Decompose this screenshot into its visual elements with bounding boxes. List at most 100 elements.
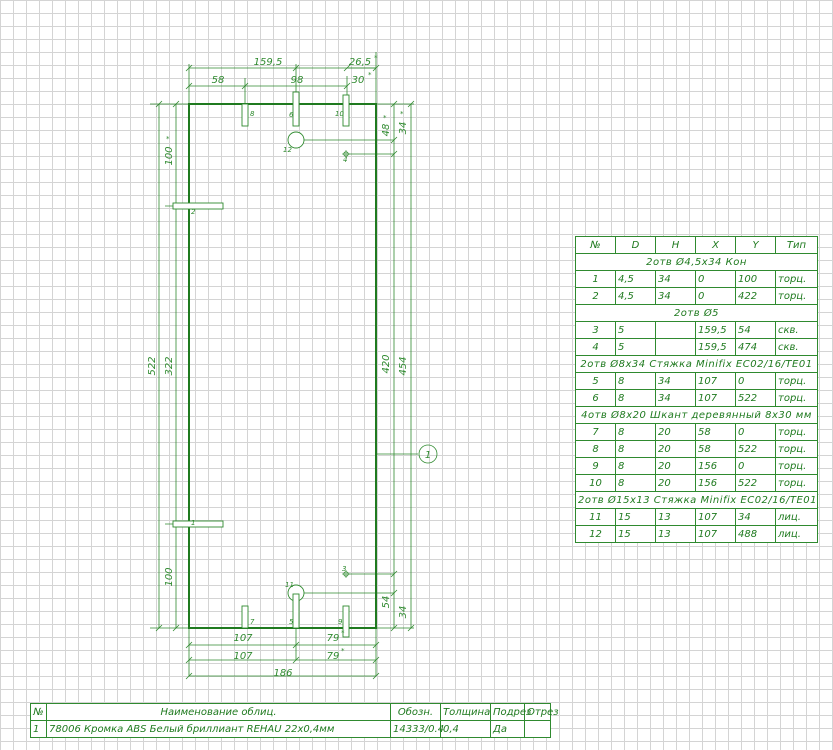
- holes-cell: 4,5: [615, 270, 656, 288]
- dim-right-b: 34: [398, 122, 409, 135]
- holes-cell: [655, 338, 696, 356]
- hole-label-12: 12: [283, 146, 292, 154]
- holes-cell: 15: [615, 525, 656, 543]
- holes-cell: торц.: [775, 372, 818, 390]
- holes-cell: лиц.: [775, 525, 818, 543]
- dim-left-mid: 322: [164, 356, 175, 375]
- hole-7: [241, 605, 249, 629]
- holes-cell: 10: [575, 474, 616, 492]
- holes-cell: 3: [575, 321, 616, 339]
- holes-cell: 8: [575, 440, 616, 458]
- hole-6: [292, 91, 300, 127]
- holes-cell: скв.: [775, 338, 818, 356]
- holes-cell: 34: [735, 508, 776, 526]
- dim-star-5: *: [166, 135, 170, 143]
- dim-left-total: 522: [147, 356, 158, 375]
- holes-cell: торц.: [775, 474, 818, 492]
- holes-cell: торц.: [775, 270, 818, 288]
- holes-cell: 58: [695, 440, 736, 458]
- holes-cell: 54: [735, 321, 776, 339]
- part-outline: [188, 103, 377, 629]
- dim-bottom-right-34: 34: [398, 606, 409, 619]
- holes-cell: 107: [695, 508, 736, 526]
- edging-header-cell: Наименование облиц.: [46, 703, 391, 721]
- dim-left-top: 100: [164, 146, 175, 165]
- hole-label-2: 2: [191, 208, 196, 216]
- dim-bottom-79a: 79: [327, 633, 340, 644]
- holes-header-cell: №: [575, 236, 616, 254]
- dim-bottom-107b: 107: [233, 651, 253, 662]
- holes-cell: 8: [615, 372, 656, 390]
- edge-marker-label: 1: [425, 450, 431, 461]
- holes-header-cell: H: [655, 236, 696, 254]
- holes-cell: 20: [655, 457, 696, 475]
- edging-cell: Да: [490, 720, 525, 738]
- holes-cell: 488: [735, 525, 776, 543]
- hole-9: [342, 605, 350, 638]
- holes-cell: 2: [575, 287, 616, 305]
- holes-header-cell: X: [695, 236, 736, 254]
- dim-bottom-107a: 107: [233, 633, 253, 644]
- dim-bottom-right-54: 54: [381, 596, 392, 609]
- holes-cell: 107: [695, 372, 736, 390]
- holes-group-row: 2отв Ø4,5x34 Кон: [575, 253, 818, 271]
- holes-cell: 0: [735, 372, 776, 390]
- dim-top-right: 26,5: [349, 57, 371, 68]
- hole-5: [292, 593, 300, 629]
- edging-header-cell: Подрез: [490, 703, 531, 721]
- holes-cell: 0: [735, 423, 776, 441]
- holes-cell: 34: [655, 270, 696, 288]
- holes-cell: 15: [615, 508, 656, 526]
- holes-cell: лиц.: [775, 508, 818, 526]
- holes-cell: 8: [615, 423, 656, 441]
- holes-cell: 8: [615, 457, 656, 475]
- dim-star-3: *: [383, 114, 387, 122]
- dim-bottom-186: 186: [273, 668, 292, 679]
- edging-cell: 78006 Кромка ABS Белый бриллиант REHAU 2…: [46, 720, 391, 738]
- hole-8: [241, 103, 249, 127]
- holes-cell: 4,5: [615, 287, 656, 305]
- hole-label-5: 5: [289, 618, 294, 626]
- holes-group-row: 2отв Ø8x34 Стяжка Minifix EC02/16/TE01: [575, 355, 818, 373]
- dim-right-454: 454: [398, 356, 409, 375]
- holes-cell: 20: [655, 423, 696, 441]
- holes-cell: торц.: [775, 287, 818, 305]
- holes-cell: 522: [735, 474, 776, 492]
- dim-inner-420: 420: [381, 354, 392, 373]
- edging-header-cell: Обозн.: [390, 703, 441, 721]
- holes-cell: 20: [655, 474, 696, 492]
- dim-top-right2: 30: [352, 75, 365, 86]
- edging-header-cell: Толщина: [440, 703, 491, 721]
- holes-group-row: 4отв Ø8x20 Шкант деревянный 8x30 мм: [575, 406, 818, 424]
- holes-cell: 522: [735, 389, 776, 407]
- holes-group-title: 2отв Ø4,5x34 Кон: [575, 253, 818, 271]
- holes-cell: 159,5: [695, 321, 736, 339]
- hole-label-11: 11: [285, 581, 294, 589]
- holes-cell: 6: [575, 389, 616, 407]
- holes-cell: 5: [615, 321, 656, 339]
- holes-cell: торц.: [775, 457, 818, 475]
- holes-cell: торц.: [775, 423, 818, 441]
- holes-cell: 422: [735, 287, 776, 305]
- hole-label-1: 1: [191, 519, 195, 527]
- hole-2: [172, 202, 224, 210]
- dim-bottom-79b: 79: [327, 651, 340, 662]
- holes-cell: 107: [695, 525, 736, 543]
- holes-cell: 34: [655, 372, 696, 390]
